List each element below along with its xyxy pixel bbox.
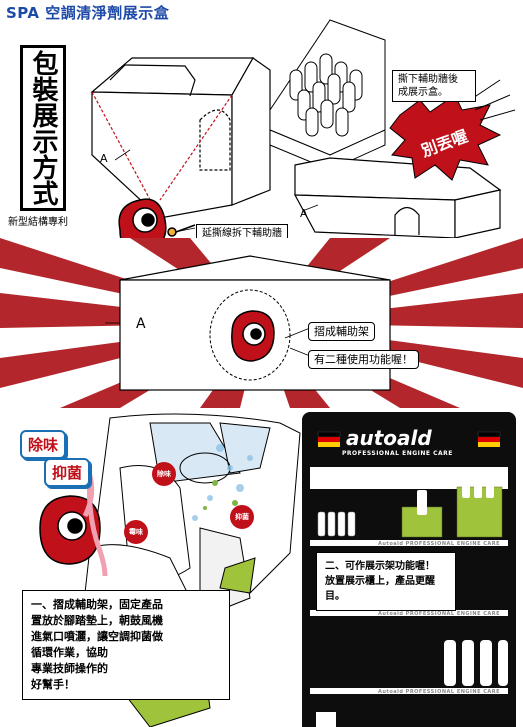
shelf-label-3: Autoald PROFESSIONAL ENGINE CARE <box>378 689 501 695</box>
side-title: 包裝展示方式 <box>20 45 66 211</box>
packaging-box-left <box>90 57 271 219</box>
ray-background <box>0 238 523 408</box>
two-functions-callout: 有二種使用功能喔！ <box>308 350 419 369</box>
spray-can <box>219 557 256 594</box>
sticker-deodorize: 除味 <box>20 430 67 459</box>
fold-support-callout: 摺成輔助架 <box>308 322 375 341</box>
flag-left-icon <box>317 431 341 447</box>
page-title: SPA 空調清淨劑展示盒 <box>6 4 170 22</box>
badge-mold: 霉味 <box>124 520 148 544</box>
patent-label: 新型結構專利 <box>8 217 68 228</box>
sticker-antibac: 抑菌 <box>44 458 91 487</box>
display-box-right <box>293 157 502 239</box>
mascot-middle <box>231 310 275 362</box>
brand-tagline: PROFESSIONAL ENGINE CARE <box>342 450 453 457</box>
label-a-top: A <box>100 152 108 165</box>
display-description: 二、可作展示架功能喔！ 放置展示櫃上，產品更醒 目。 <box>316 552 456 611</box>
badge-antibac: 抑菌 <box>230 505 254 529</box>
tear-wall-callout: 撕下輔助牆後 成展示盒。 <box>392 70 476 102</box>
label-a-right: A <box>300 207 308 220</box>
car-description: 一、摺成輔助架，固定產品 置放於腳踏墊上，朝鼓風機 進氣口噴灑，讓空調抑菌做 循… <box>22 590 230 700</box>
display-graphics <box>310 431 508 727</box>
packaging-illustration <box>90 19 516 250</box>
shelf-label-2: Autoald PROFESSIONAL ENGINE CARE <box>378 611 501 617</box>
flag-right-icon <box>477 431 501 447</box>
label-a-middle: A <box>136 316 146 332</box>
mascot-top <box>118 198 196 250</box>
brand-logo: autoald <box>346 426 432 450</box>
shelf-label-1: Autoald PROFESSIONAL ENGINE CARE <box>378 541 501 547</box>
badge-deodorize: 除味 <box>152 462 176 486</box>
product-tray <box>269 19 386 171</box>
